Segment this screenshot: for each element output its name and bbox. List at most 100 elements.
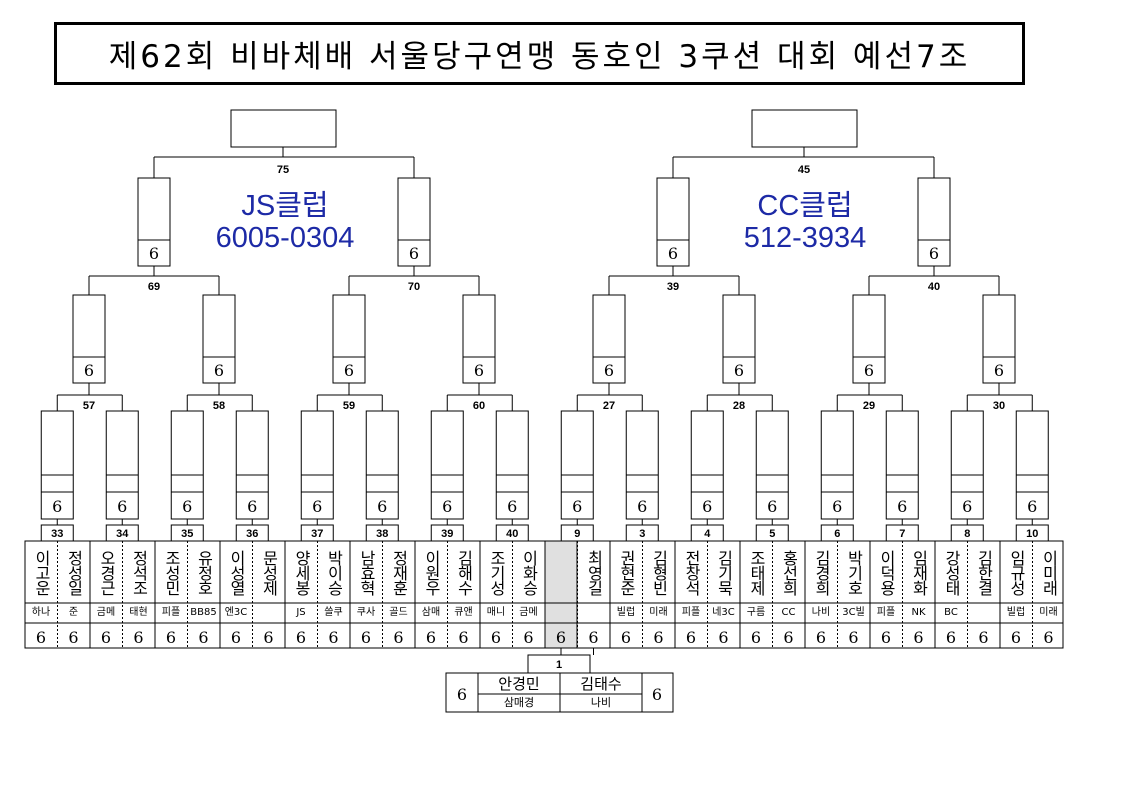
player-score-glyph: 6 xyxy=(978,628,988,647)
first-box xyxy=(690,410,724,520)
final-left-club: 삼매경 xyxy=(503,696,535,709)
player-score-glyph: 6 xyxy=(523,628,533,647)
match-number-semi: 70 xyxy=(408,281,420,293)
semi-box xyxy=(917,177,951,267)
title-box: 제62회 비바체배 서울당구연맹 동호인 3쿠션 대회 예선7조 xyxy=(54,22,1025,85)
player-score-glyph: 6 xyxy=(426,628,436,647)
final-left-name: 안경민 xyxy=(498,675,540,693)
player-name: 박기호 xyxy=(844,549,864,595)
player-name: 박이승 xyxy=(324,549,344,595)
score-glyph: 6 xyxy=(637,497,647,516)
score-glyph: 6 xyxy=(149,244,159,263)
player-club: BC xyxy=(944,607,958,618)
player-score-glyph: 6 xyxy=(1043,628,1053,647)
player-score-glyph: 6 xyxy=(848,628,858,647)
player-name: 김한결 xyxy=(974,549,994,595)
match-number-first: 39 xyxy=(441,528,453,540)
quarter-box xyxy=(72,294,106,384)
club-left-name: JS클럽 xyxy=(241,190,329,222)
player-club: 하나 xyxy=(31,607,51,618)
semi-box xyxy=(137,177,171,267)
match-number-quarter: 30 xyxy=(993,400,1005,412)
match-number-first: 6 xyxy=(834,528,840,540)
player-club: 준 xyxy=(68,607,79,618)
player-score-glyph: 6 xyxy=(686,628,696,647)
player-club: 빌럽 xyxy=(616,607,636,618)
score-glyph: 6 xyxy=(604,361,614,380)
player-name: 임재화 xyxy=(909,549,929,595)
player-score-glyph: 6 xyxy=(166,628,176,647)
score-glyph: 6 xyxy=(442,497,452,516)
player-club xyxy=(968,604,1000,622)
match-number-quarter: 29 xyxy=(863,400,875,412)
first-box xyxy=(300,410,334,520)
player-score-glyph: 6 xyxy=(783,628,793,647)
player-score-glyph: 6 xyxy=(1011,628,1021,647)
club-right-name: CC클럽 xyxy=(757,190,853,222)
player-club: 3C빌 xyxy=(842,607,865,618)
score-glyph: 6 xyxy=(864,361,874,380)
player-score-glyph: 6 xyxy=(653,628,663,647)
club-right: CC클럽 512-3934 xyxy=(710,190,900,254)
player-name: 이성열 xyxy=(227,549,246,595)
player-name: 이화승 xyxy=(519,549,539,595)
player-club: 매니 xyxy=(486,607,506,618)
player-score-glyph: 6 xyxy=(263,628,273,647)
score-glyph: 6 xyxy=(832,497,842,516)
match-number-first: 35 xyxy=(181,528,193,540)
player-club xyxy=(253,604,285,622)
score-glyph: 6 xyxy=(507,497,517,516)
score-glyph: 6 xyxy=(572,497,582,516)
semi-box xyxy=(397,177,431,267)
club-left-phone: 6005-0304 xyxy=(215,222,355,254)
final-right-club: 나비 xyxy=(590,696,612,709)
score-glyph: 6 xyxy=(1027,497,1037,516)
final-number-box xyxy=(527,654,591,674)
final-right-name: 김태수 xyxy=(580,675,622,693)
player-club: 구름 xyxy=(746,607,766,618)
player-club: 태현 xyxy=(129,607,148,618)
score-glyph: 6 xyxy=(182,497,192,516)
player-score-glyph: 6 xyxy=(881,628,891,647)
player-score-glyph: 6 xyxy=(133,628,143,647)
player-name: 이미래 xyxy=(1039,549,1059,595)
match-number-first: 33 xyxy=(51,528,63,540)
player-name: 김해수 xyxy=(454,549,474,595)
first-box xyxy=(495,410,529,520)
page-title: 제62회 비바체배 서울당구연맹 동호인 3쿠션 대회 예선7조 xyxy=(108,39,971,75)
player-name: 조기성 xyxy=(487,549,506,595)
score-glyph: 6 xyxy=(344,361,354,380)
player-score-glyph: 6 xyxy=(68,628,78,647)
player-score-glyph: 6 xyxy=(198,628,208,647)
match-number-semi: 40 xyxy=(928,281,940,293)
player-club: 피플 xyxy=(876,607,896,618)
match-number-first: 38 xyxy=(376,528,388,540)
match-number-first: 36 xyxy=(246,528,258,540)
first-box xyxy=(430,410,464,520)
player-name: 전창석 xyxy=(682,549,701,595)
player-name: 이덕용 xyxy=(877,549,896,595)
match-number-top: 75 xyxy=(277,164,289,176)
score-glyph: 6 xyxy=(117,497,127,516)
score-glyph: 6 xyxy=(247,497,257,516)
match-number-quarter: 59 xyxy=(343,400,355,412)
player-name: 남효혁 xyxy=(357,549,376,595)
player-name: 김형빈 xyxy=(649,549,669,595)
player-name: 김경희 xyxy=(812,549,831,595)
player-club: 피플 xyxy=(681,607,701,618)
player-club: BB85 xyxy=(190,607,217,618)
players-table-frame xyxy=(24,540,1064,649)
player-score-glyph: 6 xyxy=(913,628,923,647)
score-glyph: 6 xyxy=(897,497,907,516)
first-box xyxy=(1015,410,1049,520)
player-club: CC xyxy=(781,607,796,618)
match-number-quarter: 60 xyxy=(473,400,485,412)
player-score-glyph: 6 xyxy=(556,628,566,647)
score-glyph: 6 xyxy=(409,244,419,263)
player-club: 금메 xyxy=(96,607,116,618)
player-score-glyph: 6 xyxy=(621,628,631,647)
score-glyph: 6 xyxy=(377,497,387,516)
player-name: 정성일 xyxy=(64,549,84,595)
player-name: 유정호 xyxy=(194,549,214,595)
